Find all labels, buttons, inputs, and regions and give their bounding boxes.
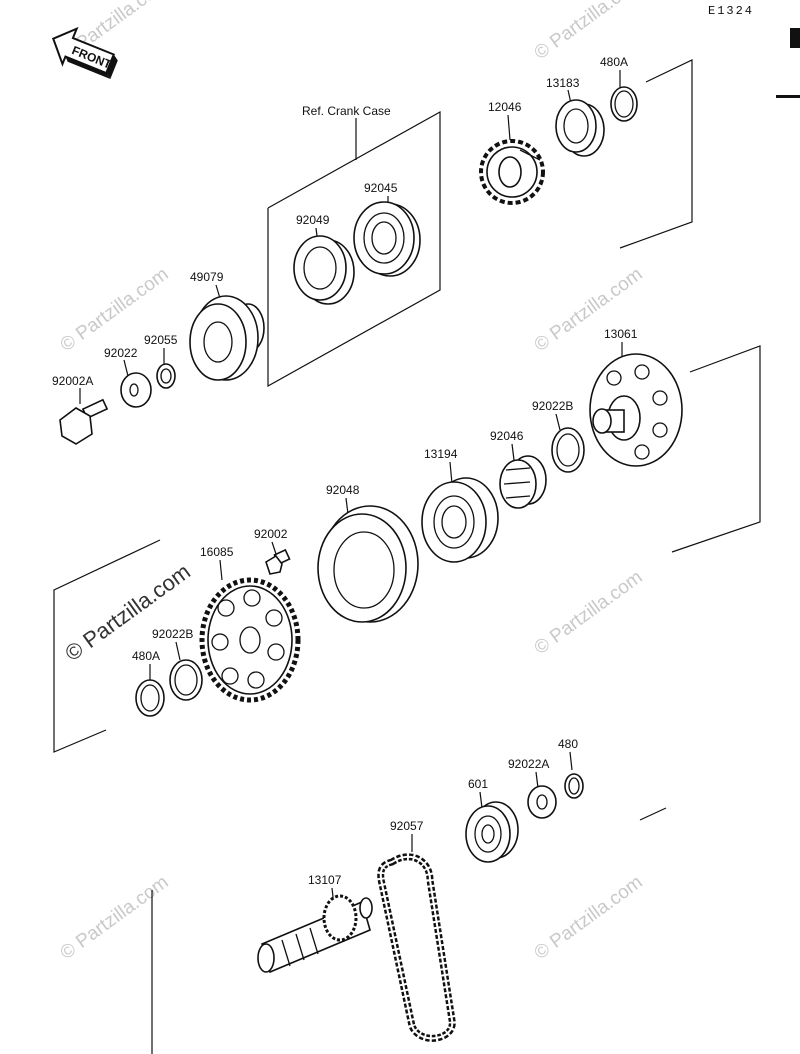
label-92022a: 92022A	[508, 757, 549, 771]
label-13107: 13107	[308, 873, 342, 887]
part-92022b-bottom[interactable]	[169, 659, 203, 701]
label-12046: 12046	[488, 100, 522, 114]
part-92046[interactable]	[499, 455, 547, 509]
part-13107[interactable]	[257, 894, 373, 974]
part-13194[interactable]	[421, 477, 499, 563]
label-92046: 92046	[490, 429, 524, 443]
part-16085[interactable]	[199, 577, 301, 703]
part-92057[interactable]	[377, 853, 456, 1042]
watermark: © Partzilla.com	[531, 567, 647, 659]
watermark: © Partzilla.com	[531, 872, 647, 964]
label-92055: 92055	[144, 333, 178, 347]
watermark-dark: © Partzilla.com	[60, 559, 195, 666]
label-16085: 16085	[200, 545, 234, 559]
part-12046[interactable]	[479, 139, 545, 205]
part-92055[interactable]	[156, 363, 176, 389]
part-13061[interactable]	[589, 353, 683, 467]
part-92002a[interactable]	[59, 398, 109, 445]
part-92002[interactable]	[265, 548, 291, 575]
label-480a-bottom: 480A	[132, 649, 160, 663]
label-92057: 92057	[390, 819, 424, 833]
label-480: 480	[558, 737, 578, 751]
watermark: © Partzilla.com	[531, 264, 647, 356]
label-92002: 92002	[254, 527, 288, 541]
diagram-code: E1324	[708, 4, 754, 18]
corner-bar	[790, 28, 800, 48]
label-49079: 49079	[190, 270, 224, 284]
label-601: 601	[468, 777, 488, 791]
label-92048: 92048	[326, 483, 360, 497]
ref-crank-case-label: Ref. Crank Case	[302, 104, 391, 118]
label-13061: 13061	[604, 327, 638, 341]
label-92049: 92049	[296, 213, 330, 227]
part-92022a[interactable]	[527, 785, 557, 819]
label-92022b-bottom: 92022B	[152, 627, 193, 641]
part-92048[interactable]	[317, 505, 419, 623]
label-92022b-top: 92022B	[532, 399, 573, 413]
part-49079[interactable]	[189, 295, 265, 381]
part-480[interactable]	[564, 773, 584, 799]
part-601[interactable]	[465, 801, 519, 863]
leader-lines	[79, 70, 623, 907]
label-92045: 92045	[364, 181, 398, 195]
corner-bar	[776, 95, 800, 98]
part-92022[interactable]	[120, 372, 152, 408]
part-480a-top[interactable]	[610, 86, 638, 122]
part-92022b-top[interactable]	[551, 427, 585, 473]
label-480a-top: 480A	[600, 55, 628, 69]
part-92049[interactable]	[293, 235, 355, 305]
label-13194: 13194	[424, 447, 458, 461]
part-480a-bottom[interactable]	[135, 679, 165, 717]
part-labels: 480A 13183 12046 92045 92049 49079 92055…	[52, 55, 638, 887]
label-92002a: 92002A	[52, 374, 93, 388]
label-92022: 92022	[104, 346, 138, 360]
part-92045[interactable]	[353, 201, 421, 277]
watermark: © Partzilla.com	[531, 0, 647, 64]
ref-frames	[53, 59, 761, 1054]
label-13183: 13183	[546, 76, 580, 90]
part-13183[interactable]	[555, 99, 605, 157]
watermark: © Partzilla.com	[57, 872, 173, 964]
